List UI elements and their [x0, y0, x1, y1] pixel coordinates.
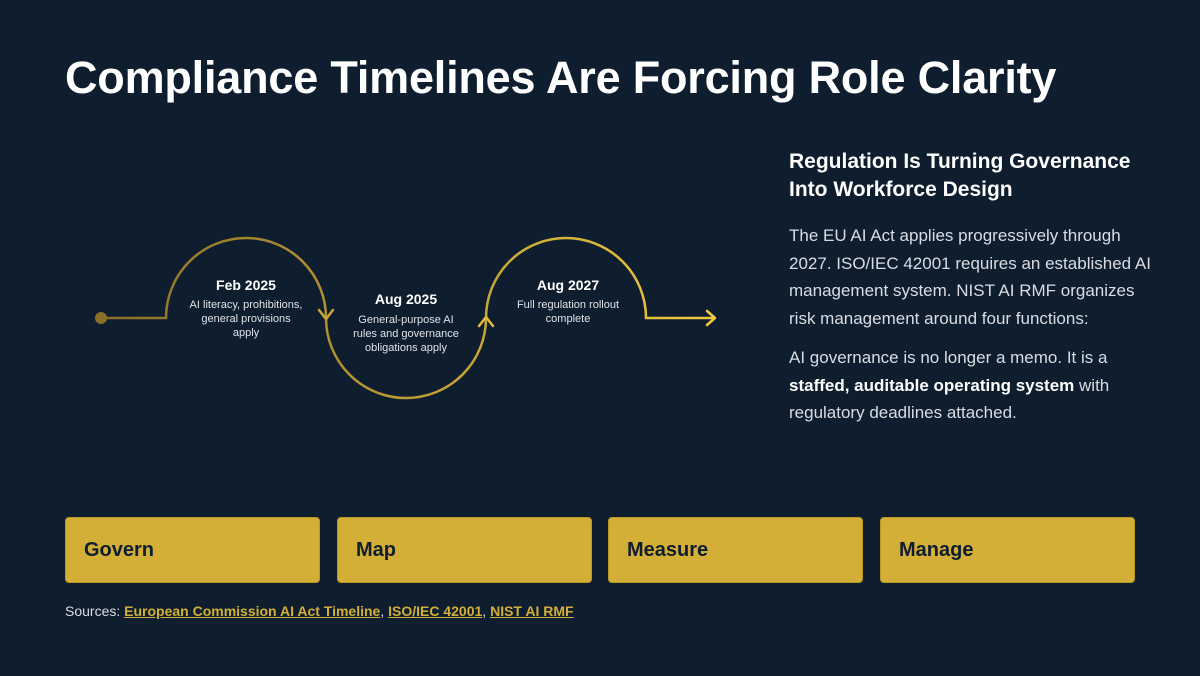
function-card-measure: Measure: [608, 517, 863, 583]
timeline-wave-path: [101, 236, 714, 400]
sources-line: Sources: European Commission AI Act Time…: [65, 603, 574, 619]
milestone-feb-2025: Feb 2025 AI literacy, prohibitions, gene…: [190, 277, 303, 339]
milestone-desc-line: obligations apply: [365, 342, 447, 354]
source-link-eu-ai-act[interactable]: European Commission AI Act Timeline: [124, 603, 381, 619]
nist-functions-row: Govern Map Measure Manage: [65, 517, 1135, 583]
milestone-aug-2027: Aug 2027 Full regulation rollout complet…: [517, 277, 619, 325]
conclusion-text-end: with regulatory deadlines attached.: [789, 375, 1110, 423]
conclusion-emphasis: staffed, auditable operating system: [789, 375, 1075, 395]
arrow-right-icon: [705, 309, 717, 327]
side-panel: Regulation Is Turning Governance Into Wo…: [789, 148, 1159, 427]
sources-separator: ,: [380, 603, 389, 619]
function-card-manage: Manage: [880, 517, 1135, 583]
side-heading: Regulation Is Turning Governance Into Wo…: [789, 150, 1131, 201]
arrow-up-icon: [477, 315, 495, 328]
milestone-desc-line: apply: [233, 327, 260, 339]
function-card-map: Map: [337, 517, 592, 583]
timeline-diagram: Feb 2025 AI literacy, prohibitions, gene…: [95, 236, 717, 400]
milestone-desc-line: AI literacy, prohibitions,: [190, 299, 303, 311]
milestone-date: Aug 2025: [375, 291, 437, 307]
milestone-desc-line: rules and governance: [353, 328, 459, 340]
milestone-desc-line: General-purpose AI: [358, 314, 453, 326]
milestone-date: Aug 2027: [537, 277, 599, 293]
conclusion-text: AI governance is no longer a memo. It is…: [789, 348, 1108, 367]
milestone-desc-line: Full regulation rollout: [517, 299, 619, 311]
side-paragraph-conclusion: AI governance is no longer a memo. It is…: [789, 344, 1159, 427]
milestone-aug-2025: Aug 2025 General-purpose AI rules and go…: [353, 291, 459, 354]
side-paragraph: The EU AI Act applies progressively thro…: [789, 226, 1151, 328]
arrow-down-icon: [317, 308, 335, 321]
sources-label: Sources:: [65, 603, 125, 619]
sources-separator: ,: [482, 603, 491, 619]
milestone-date: Feb 2025: [216, 277, 276, 293]
function-card-govern: Govern: [65, 517, 320, 583]
page-title: Compliance Timelines Are Forcing Role Cl…: [65, 52, 1057, 103]
source-link-iso-42001[interactable]: ISO/IEC 42001: [388, 603, 483, 619]
source-link-nist-ai-rmf[interactable]: NIST AI RMF: [490, 603, 574, 619]
milestone-desc-line: complete: [546, 313, 591, 325]
milestone-desc-line: general provisions: [201, 313, 291, 325]
